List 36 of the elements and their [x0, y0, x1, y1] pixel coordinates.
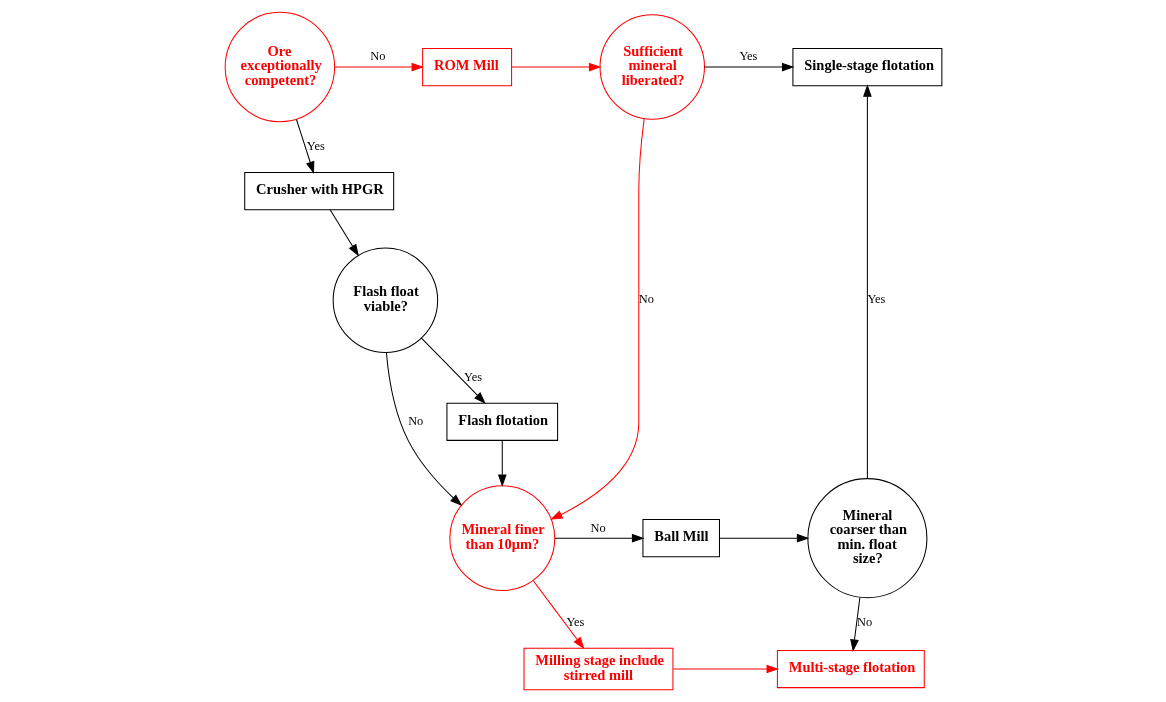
node-circle: Ore exceptionally competent?	[224, 11, 335, 123]
arrow	[553, 533, 644, 543]
node-box: Crusher with HPGR	[243, 171, 394, 211]
arrow	[549, 118, 645, 520]
node-circle: Sufficient mineral liberated?	[599, 14, 705, 120]
node-box: Single-stage flotation	[791, 47, 942, 87]
node-box: Flash flotation	[445, 402, 558, 441]
arrow	[718, 533, 809, 543]
arrow	[420, 337, 486, 404]
node-box: Multi-stage flotation	[776, 649, 925, 689]
arrow	[862, 84, 872, 479]
arrow	[295, 118, 314, 174]
node-box: ROM Mill	[421, 47, 512, 87]
node-circle: Mineral coarser than min. float size?	[806, 478, 927, 599]
arrow	[703, 62, 794, 72]
node-box: Milling stage include stirred mill	[523, 647, 673, 691]
edge-label: No	[590, 520, 606, 535]
arrow	[497, 440, 507, 487]
edge-label: No	[856, 615, 872, 630]
edge-label: No	[407, 413, 423, 428]
arrow	[385, 351, 462, 507]
arrow	[672, 664, 779, 674]
edge-label: Yes	[463, 370, 482, 385]
arrow	[532, 580, 584, 650]
arrow	[334, 62, 424, 72]
arrow	[510, 62, 601, 72]
arrow	[849, 597, 860, 652]
node-box: Ball Mill	[641, 519, 720, 558]
edge-label: No	[369, 49, 386, 64]
edge-label: Yes	[306, 139, 325, 154]
edge-label: No	[638, 292, 654, 307]
edge-label: Yes	[565, 615, 584, 630]
edge-label: Yes	[866, 292, 885, 307]
edge-label: Yes	[738, 49, 757, 64]
arrow	[329, 209, 359, 257]
node-circle: Flash float viable?	[332, 247, 438, 353]
